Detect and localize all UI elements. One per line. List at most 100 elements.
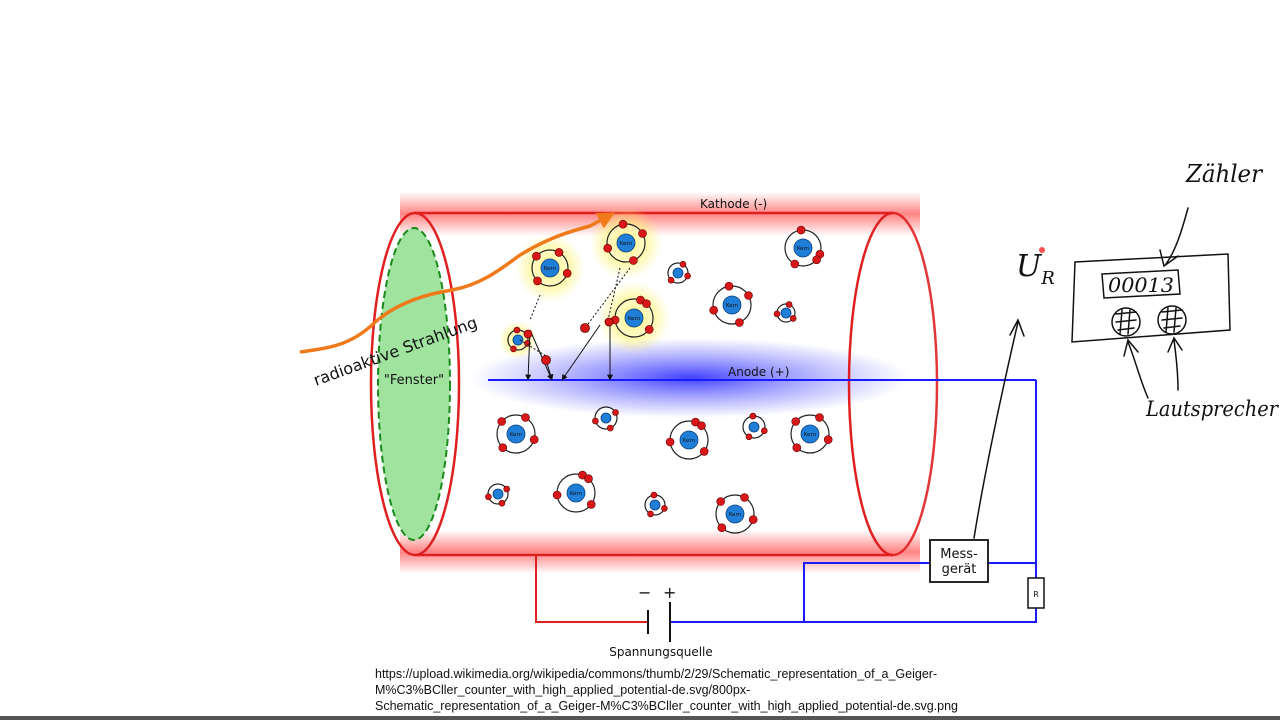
electron — [796, 225, 806, 235]
anode-label: Anode (+) — [728, 365, 789, 379]
free-electrons — [523, 317, 614, 365]
tube-cylinder — [369, 211, 939, 557]
nucleus-label: Kern — [510, 432, 523, 438]
nucleus — [780, 307, 792, 319]
electron — [650, 491, 658, 499]
nucleus — [800, 424, 820, 444]
electron — [744, 291, 753, 300]
gas-atom — [592, 406, 619, 432]
nucleus-label: Kern — [683, 438, 696, 444]
electron — [785, 301, 793, 308]
electron — [554, 248, 564, 257]
nucleus — [722, 295, 742, 315]
nucleus — [512, 334, 524, 346]
electron — [679, 260, 687, 268]
electron — [748, 515, 758, 524]
caption-line-3: Schematic_representation_of_a_Geiger-M%C… — [375, 699, 958, 713]
electron — [618, 219, 628, 229]
gas-atom: Kern — [589, 206, 663, 280]
meter-label-line1: Mess- — [940, 547, 978, 562]
nucleus — [506, 424, 526, 444]
gas-atom: Kern — [597, 281, 671, 355]
electron — [629, 256, 638, 265]
caption-line-1: https://upload.wikimedia.org/wikipedia/c… — [375, 667, 938, 681]
gas-atom: Kern — [552, 470, 596, 513]
nucleus — [624, 308, 644, 328]
electron — [638, 229, 647, 238]
electron — [716, 497, 726, 506]
electron — [647, 510, 654, 518]
electron — [584, 474, 593, 484]
gas-atom: Kern — [665, 417, 709, 460]
nucleus-label: Kern — [729, 512, 742, 518]
nucleus — [616, 233, 636, 253]
electron — [749, 412, 757, 420]
gas-atom: Kern — [515, 233, 585, 303]
electron — [815, 413, 824, 422]
electron — [745, 433, 753, 441]
gas-atom: Kern — [715, 493, 758, 534]
nucleus-label: Kern — [726, 303, 739, 309]
electron — [760, 427, 768, 435]
electron — [498, 443, 508, 453]
electron — [529, 435, 539, 444]
electron — [606, 424, 614, 432]
meter-box — [929, 539, 989, 583]
nucleus — [600, 412, 612, 424]
anode-glow — [470, 338, 910, 418]
gas-atom — [499, 321, 537, 359]
voltage-subscript: R — [1040, 268, 1055, 289]
electron — [699, 447, 709, 456]
voltage-symbol-main: U — [1016, 249, 1043, 284]
electron — [586, 500, 596, 509]
electron — [812, 255, 821, 265]
electron — [612, 409, 619, 416]
ionisation-trails — [519, 267, 631, 381]
nucleus — [649, 499, 661, 511]
nucleus — [748, 421, 760, 433]
nucleus — [672, 267, 684, 279]
electron — [644, 325, 654, 334]
red-dot — [1039, 247, 1045, 253]
electron — [773, 310, 781, 318]
gas-atom: Kern — [784, 225, 825, 269]
nucleus — [566, 483, 586, 503]
nucleus-label: Kern — [804, 432, 817, 438]
electron — [697, 421, 706, 431]
nucleus-label: Kern — [797, 246, 810, 252]
electron — [717, 523, 727, 533]
gas-atom — [742, 412, 768, 441]
nucleus-label: Kern — [620, 241, 633, 247]
electron — [792, 443, 802, 453]
cathode-label: Kathode (-) — [700, 197, 767, 211]
resistor-label: R — [1033, 590, 1039, 599]
electron — [552, 490, 562, 500]
electron — [521, 413, 530, 422]
gas-atom: Kern — [790, 413, 833, 454]
power-source-label: Spannungsquelle — [609, 645, 713, 659]
gas-atom — [667, 260, 691, 284]
electron — [790, 259, 800, 269]
electron — [497, 417, 507, 426]
electron — [524, 340, 531, 347]
circuit-wires — [535, 380, 1037, 623]
electron — [791, 417, 801, 426]
electron — [498, 499, 506, 507]
counter-label: Zähler — [1185, 160, 1263, 188]
nucleus — [492, 488, 504, 500]
loudspeaker-label: Lautsprecher — [1145, 397, 1280, 421]
electron — [665, 437, 675, 447]
electron — [562, 268, 572, 278]
battery-minus: − — [638, 583, 651, 602]
electron — [684, 272, 691, 280]
electron — [667, 276, 675, 284]
electron — [735, 318, 744, 327]
nucleus-label: Kern — [628, 316, 641, 322]
resistor — [1027, 577, 1045, 609]
nucleus-label: Kern — [544, 266, 557, 272]
caption-line-2: M%C3%BCller_counter_with_high_applied_po… — [375, 683, 751, 697]
nucleus — [679, 430, 699, 450]
electron — [789, 315, 797, 322]
